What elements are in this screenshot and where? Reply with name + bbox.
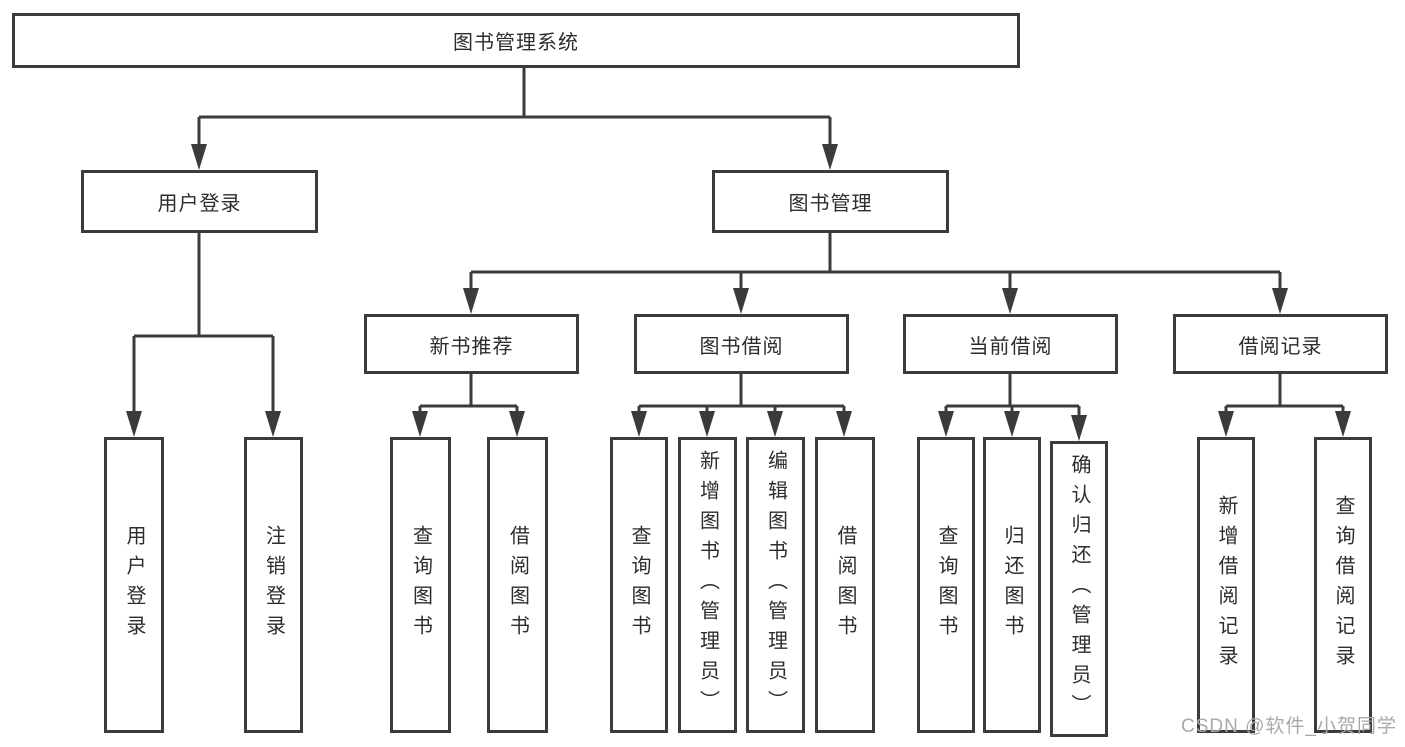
node-query-books-current: 查询图书 bbox=[917, 437, 975, 733]
node-new-book-recommendation: 新书推荐 bbox=[364, 314, 579, 374]
node-label: 确认归还（管理员） bbox=[1068, 454, 1090, 724]
arrowhead-icons bbox=[126, 144, 1351, 441]
node-edit-book-admin: 编辑图书（管理员） bbox=[746, 437, 805, 733]
node-query-books-recommend: 查询图书 bbox=[390, 437, 451, 733]
node-confirm-return-admin: 确认归还（管理员） bbox=[1050, 441, 1108, 737]
node-label: 用户登录 bbox=[157, 193, 242, 215]
node-label: 当前借阅 bbox=[968, 335, 1053, 358]
node-borrowing-records: 借阅记录 bbox=[1173, 314, 1388, 374]
node-label: 新增借阅记录 bbox=[1215, 495, 1237, 675]
node-label: 查询图书 bbox=[935, 525, 957, 645]
node-borrow-books-recommend: 借阅图书 bbox=[487, 437, 548, 733]
node-label: 编辑图书（管理员） bbox=[764, 450, 787, 720]
node-book-management: 图书管理 bbox=[712, 170, 949, 233]
node-label: 借阅图书 bbox=[506, 525, 529, 645]
node-label: 图书管理系统 bbox=[453, 32, 579, 54]
node-query-books-borrow: 查询图书 bbox=[610, 437, 668, 733]
node-login: 用户登录 bbox=[81, 170, 318, 233]
node-label: 借阅图书 bbox=[834, 525, 856, 645]
node-label: 用户登录 bbox=[123, 525, 145, 645]
node-label: 图书管理 bbox=[788, 193, 873, 215]
node-label: 借阅记录 bbox=[1238, 335, 1323, 358]
node-label: 查询借阅记录 bbox=[1332, 495, 1354, 675]
node-label: 图书借阅 bbox=[699, 335, 784, 358]
node-label: 注销登录 bbox=[262, 525, 285, 645]
node-current-borrowing: 当前借阅 bbox=[903, 314, 1118, 374]
node-label: 查询图书 bbox=[628, 525, 650, 645]
node-library-system: 图书管理系统 bbox=[12, 13, 1020, 68]
node-label: 新增图书（管理员） bbox=[696, 450, 719, 720]
node-borrow-books-action: 借阅图书 bbox=[815, 437, 875, 733]
node-add-borrow-record: 新增借阅记录 bbox=[1197, 437, 1255, 733]
node-query-borrow-record: 查询借阅记录 bbox=[1314, 437, 1372, 733]
node-user-login-action: 用户登录 bbox=[104, 437, 164, 733]
node-label: 新书推荐 bbox=[429, 335, 514, 358]
node-add-book-admin: 新增图书（管理员） bbox=[678, 437, 737, 733]
node-book-borrowing: 图书借阅 bbox=[634, 314, 849, 374]
node-label: 查询图书 bbox=[409, 525, 432, 645]
watermark: CSDN @软件_小贺同学 bbox=[1181, 716, 1397, 737]
node-return-books: 归还图书 bbox=[983, 437, 1041, 733]
node-label: 归还图书 bbox=[1001, 525, 1023, 645]
node-logout-action: 注销登录 bbox=[244, 437, 303, 733]
